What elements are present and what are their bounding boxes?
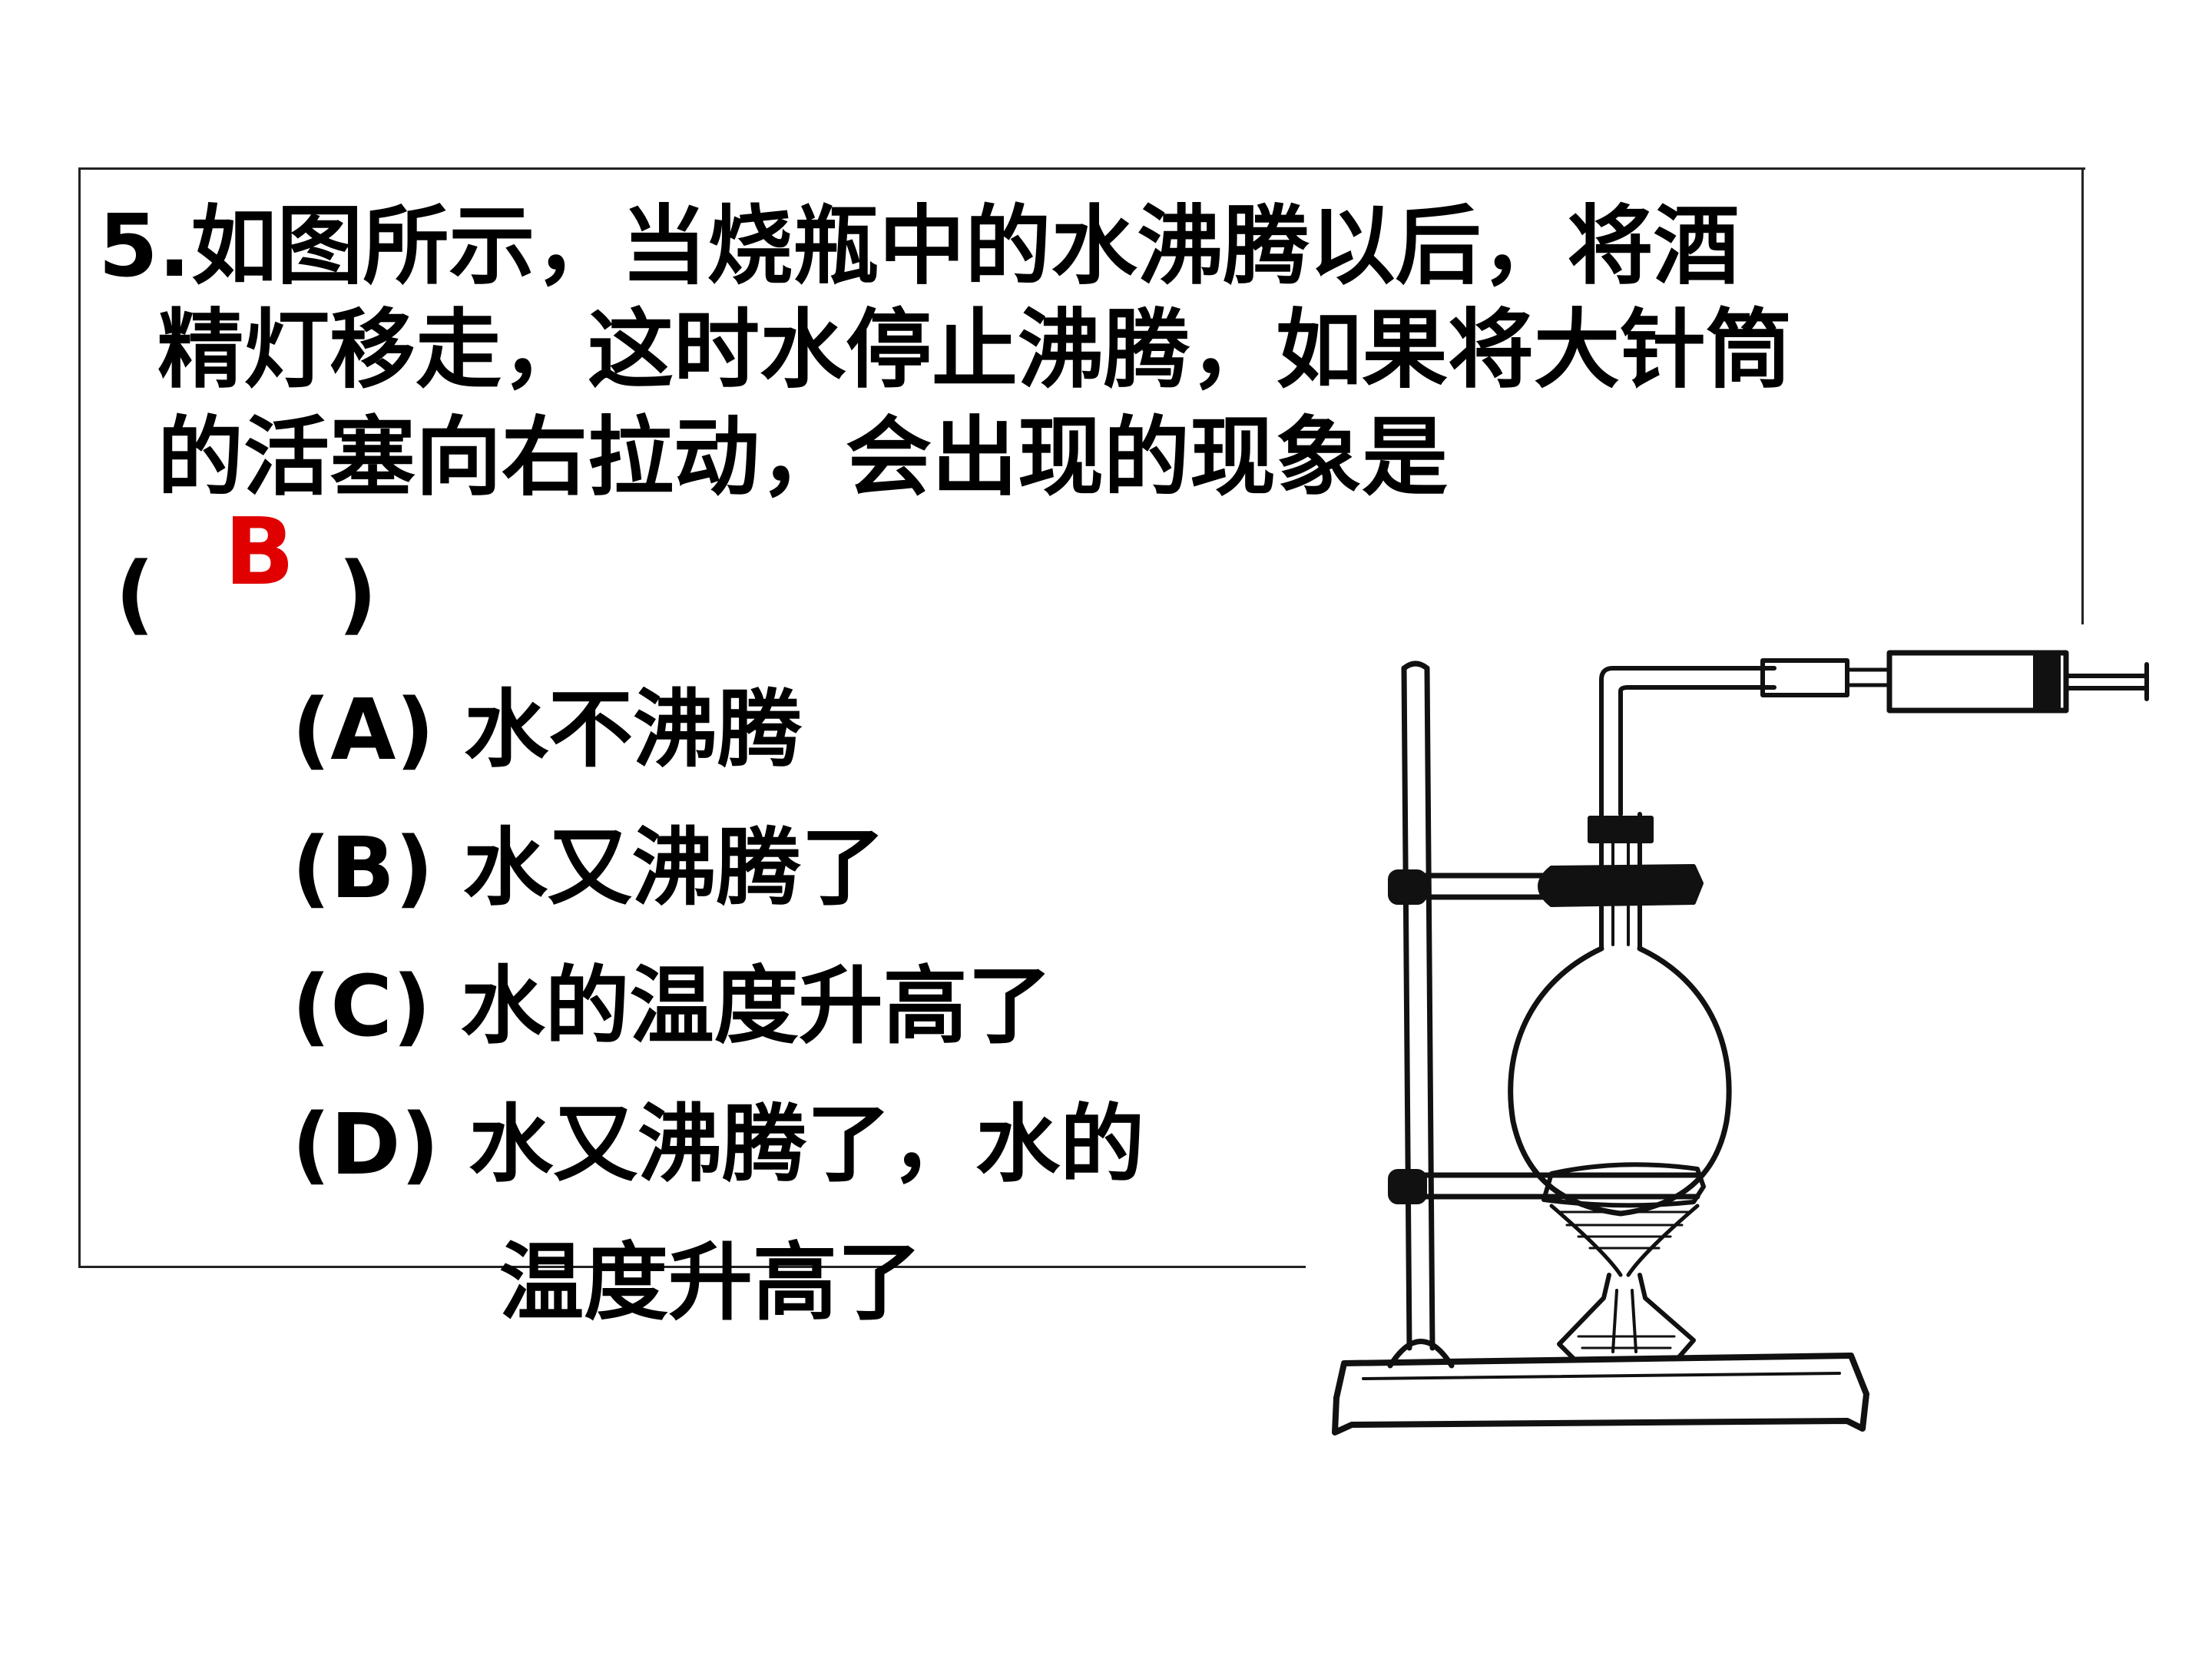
alcohol-lamp — [1557, 1273, 1696, 1362]
syringe-plunger — [2064, 662, 2149, 701]
option-b-text: 水又沸腾了 — [462, 819, 886, 917]
option-b-label: (B) — [292, 819, 434, 917]
option-d-text: 水又沸腾了，水的 — [469, 1095, 1145, 1194]
frame-right-edge — [2081, 167, 2084, 624]
question-line-1: 5.如图所示，当烧瓶中的水沸腾以后，将酒 — [98, 197, 1740, 296]
option-c-label: (C) — [292, 957, 432, 1055]
option-d-continuation: 温度升高了 — [499, 1240, 922, 1325]
answer-paren-close: ) — [338, 545, 378, 644]
option-d-label: (D) — [292, 1095, 439, 1194]
answer-letter: B — [224, 499, 295, 606]
option-d-text-2: 温度升高了 — [499, 1233, 922, 1332]
stand-rod — [1401, 661, 1435, 1351]
option-a-label: (A) — [292, 680, 435, 779]
question-line-2: 精灯移走，这时水停止沸腾，如果将大针筒 — [157, 300, 1792, 400]
option-b[interactable]: (B) 水又沸腾了 — [292, 826, 886, 910]
syringe-barrel — [1886, 650, 2069, 714]
apparatus-illustration — [1332, 650, 2149, 1435]
option-a-text: 水不沸腾 — [463, 680, 802, 779]
lower-ring — [1395, 1172, 1700, 1200]
frame-bottom-edge — [78, 1266, 1306, 1268]
question-line-3: 的活塞向右拉动，会出现的现象是 — [157, 408, 1448, 508]
question-frame — [78, 167, 2085, 1268]
stand-base — [1332, 1353, 1869, 1435]
flask-bulb — [1508, 945, 1732, 1217]
option-c-text: 水的温度升高了 — [460, 957, 1052, 1055]
glass-tube — [1599, 666, 1777, 816]
answer-paren-open: ( — [115, 545, 155, 644]
option-c[interactable]: (C) 水的温度升高了 — [292, 964, 1052, 1048]
option-d[interactable]: (D) 水又沸腾了，水的 — [292, 1102, 1144, 1187]
option-a[interactable]: (A) 水不沸腾 — [292, 687, 802, 772]
